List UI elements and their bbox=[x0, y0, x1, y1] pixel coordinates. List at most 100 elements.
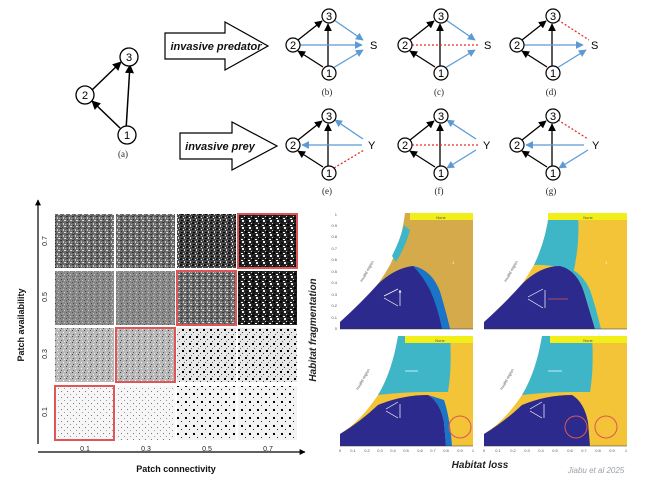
y-tick: 0.9 bbox=[331, 223, 337, 228]
invasive-prey-label: invasive prey bbox=[185, 141, 256, 153]
x-tick: 0.2 bbox=[364, 448, 370, 453]
y-tick: 0.1 bbox=[331, 315, 337, 320]
node-2-label: 2 bbox=[82, 90, 88, 102]
x-tick: 0.8 bbox=[443, 448, 449, 453]
y-tick: 0.7 bbox=[331, 246, 337, 251]
y-tick: 0.5 bbox=[331, 269, 337, 274]
y-tick: 0.2 bbox=[331, 303, 337, 308]
panel-d-label: (d) bbox=[546, 87, 557, 97]
col-label: 0.7 bbox=[263, 446, 273, 453]
mini-motif bbox=[383, 288, 402, 307]
node-1-label: 1 bbox=[326, 68, 332, 80]
x-tick: 0.7 bbox=[430, 448, 436, 453]
landscape-tile bbox=[238, 271, 297, 325]
none-label: None bbox=[435, 338, 445, 343]
landscape-tile-highlighted bbox=[54, 385, 115, 441]
x-tick: 0.4 bbox=[538, 448, 544, 453]
row-label: 0.5 bbox=[42, 292, 49, 302]
panel-g-label: (g) bbox=[546, 186, 557, 196]
x-tick: 0.5 bbox=[403, 448, 409, 453]
node-1-label: 1 bbox=[124, 130, 130, 142]
landscape-tile bbox=[116, 214, 175, 268]
landscape-tile bbox=[116, 271, 175, 325]
node-1 bbox=[117, 125, 137, 145]
mini-motif bbox=[529, 370, 562, 419]
x-tick: 1 bbox=[472, 448, 475, 453]
x-tick: 0.6 bbox=[417, 448, 423, 453]
landscape-tile bbox=[55, 214, 114, 268]
landscape-tile bbox=[177, 214, 236, 268]
phase-panel-top-right: None Invalid region 1 bbox=[484, 213, 627, 330]
node-1-label: 1 bbox=[550, 68, 556, 80]
motif-e: 3 2 1 Y (e) bbox=[285, 108, 376, 196]
motif-c: 3 2 1 S (c) bbox=[397, 8, 491, 97]
motif-g: 3 2 1 Y (g) bbox=[509, 108, 600, 196]
row-label: 0.1 bbox=[42, 407, 49, 417]
x-tick: 0.5 bbox=[552, 448, 558, 453]
motif-f: 3 2 1 Y (f) bbox=[397, 108, 491, 196]
region-label: 1 bbox=[452, 260, 455, 265]
x-tick: 0.1 bbox=[350, 448, 356, 453]
none-label: None bbox=[583, 215, 593, 220]
y-tick: 0 bbox=[335, 326, 338, 331]
motif-d: 3 2 1 S (d) bbox=[509, 8, 598, 97]
phase-panel-bottom-left: None Invalid region bbox=[340, 336, 473, 447]
species-label: S bbox=[591, 40, 598, 52]
node-1-label: 1 bbox=[326, 168, 332, 180]
panel-c-label: (c) bbox=[434, 87, 444, 97]
none-label: None bbox=[583, 338, 593, 343]
none-label: None bbox=[436, 215, 446, 220]
x-axis-label: Patch connectivity bbox=[136, 464, 216, 474]
panel-a-label: (a) bbox=[118, 149, 128, 159]
species-label: Y bbox=[592, 140, 600, 152]
node-2-label: 2 bbox=[402, 40, 408, 52]
species-label: S bbox=[484, 40, 491, 52]
species-label: Y bbox=[483, 140, 491, 152]
x-tick: 0.9 bbox=[609, 448, 615, 453]
node-3-label: 3 bbox=[326, 11, 332, 23]
region-label: 1 bbox=[605, 260, 608, 265]
y-tick: 0.6 bbox=[331, 257, 337, 262]
y-axis-label: Patch availability bbox=[16, 288, 26, 361]
invasive-predator-label: invasive predator bbox=[170, 41, 262, 53]
node-2-label: 2 bbox=[514, 40, 520, 52]
phase-panel-top-left: None Invalid region 1 bbox=[340, 213, 473, 330]
y-tick: 0.4 bbox=[331, 280, 337, 285]
landscape-tile-highlighted bbox=[176, 270, 237, 326]
col-label: 0.5 bbox=[202, 446, 212, 453]
panel-f-label: (f) bbox=[435, 186, 444, 196]
x-ticks: 0 0.1 0.2 0.3 0.4 0.5 0.6 0.7 0.8 0.9 1 … bbox=[339, 448, 628, 453]
panel-b-label: (b) bbox=[322, 87, 333, 97]
y-ticks: 0 0.1 0.2 0.3 0.4 0.5 0.6 0.7 0.8 0.9 1 bbox=[331, 212, 337, 331]
species-label: Y bbox=[368, 140, 376, 152]
node-2-label: 2 bbox=[514, 140, 520, 152]
credit: Jiabu et al 2025 bbox=[567, 466, 625, 475]
node-3-label: 3 bbox=[438, 11, 444, 23]
y-tick: 0.3 bbox=[331, 292, 337, 297]
species-label: S bbox=[370, 40, 377, 52]
x-tick: 0.2 bbox=[510, 448, 516, 453]
landscape-tile-highlighted bbox=[237, 213, 298, 269]
x-tick: 0.3 bbox=[377, 448, 383, 453]
phase-panel-bottom-right: None Invalid region bbox=[484, 336, 627, 447]
motif-a: 3 2 1 (a) bbox=[75, 47, 139, 159]
landscape-tile bbox=[55, 328, 114, 382]
habitat-loss-label: Habitat loss bbox=[452, 460, 509, 471]
x-tick: 0 bbox=[483, 448, 486, 453]
landscape-grid: Patch availability Patch connectivity 0.… bbox=[16, 199, 306, 474]
x-tick: 0.8 bbox=[595, 448, 601, 453]
y-tick: 1 bbox=[335, 212, 338, 217]
node-1-label: 1 bbox=[438, 168, 444, 180]
panel-e-label: (e) bbox=[322, 186, 332, 196]
mini-motif bbox=[527, 288, 568, 309]
x-tick: 0.1 bbox=[495, 448, 501, 453]
y-tick: 0.8 bbox=[331, 234, 337, 239]
motif-b: 3 2 1 S (b) bbox=[285, 8, 377, 97]
node-3-label: 3 bbox=[438, 111, 444, 123]
x-tick: 0.4 bbox=[390, 448, 396, 453]
invasive-predator-arrow: invasive predator bbox=[164, 20, 270, 72]
row-label: 0.3 bbox=[42, 349, 49, 359]
x-tick: 0.3 bbox=[524, 448, 530, 453]
landscape-tile bbox=[177, 328, 236, 382]
